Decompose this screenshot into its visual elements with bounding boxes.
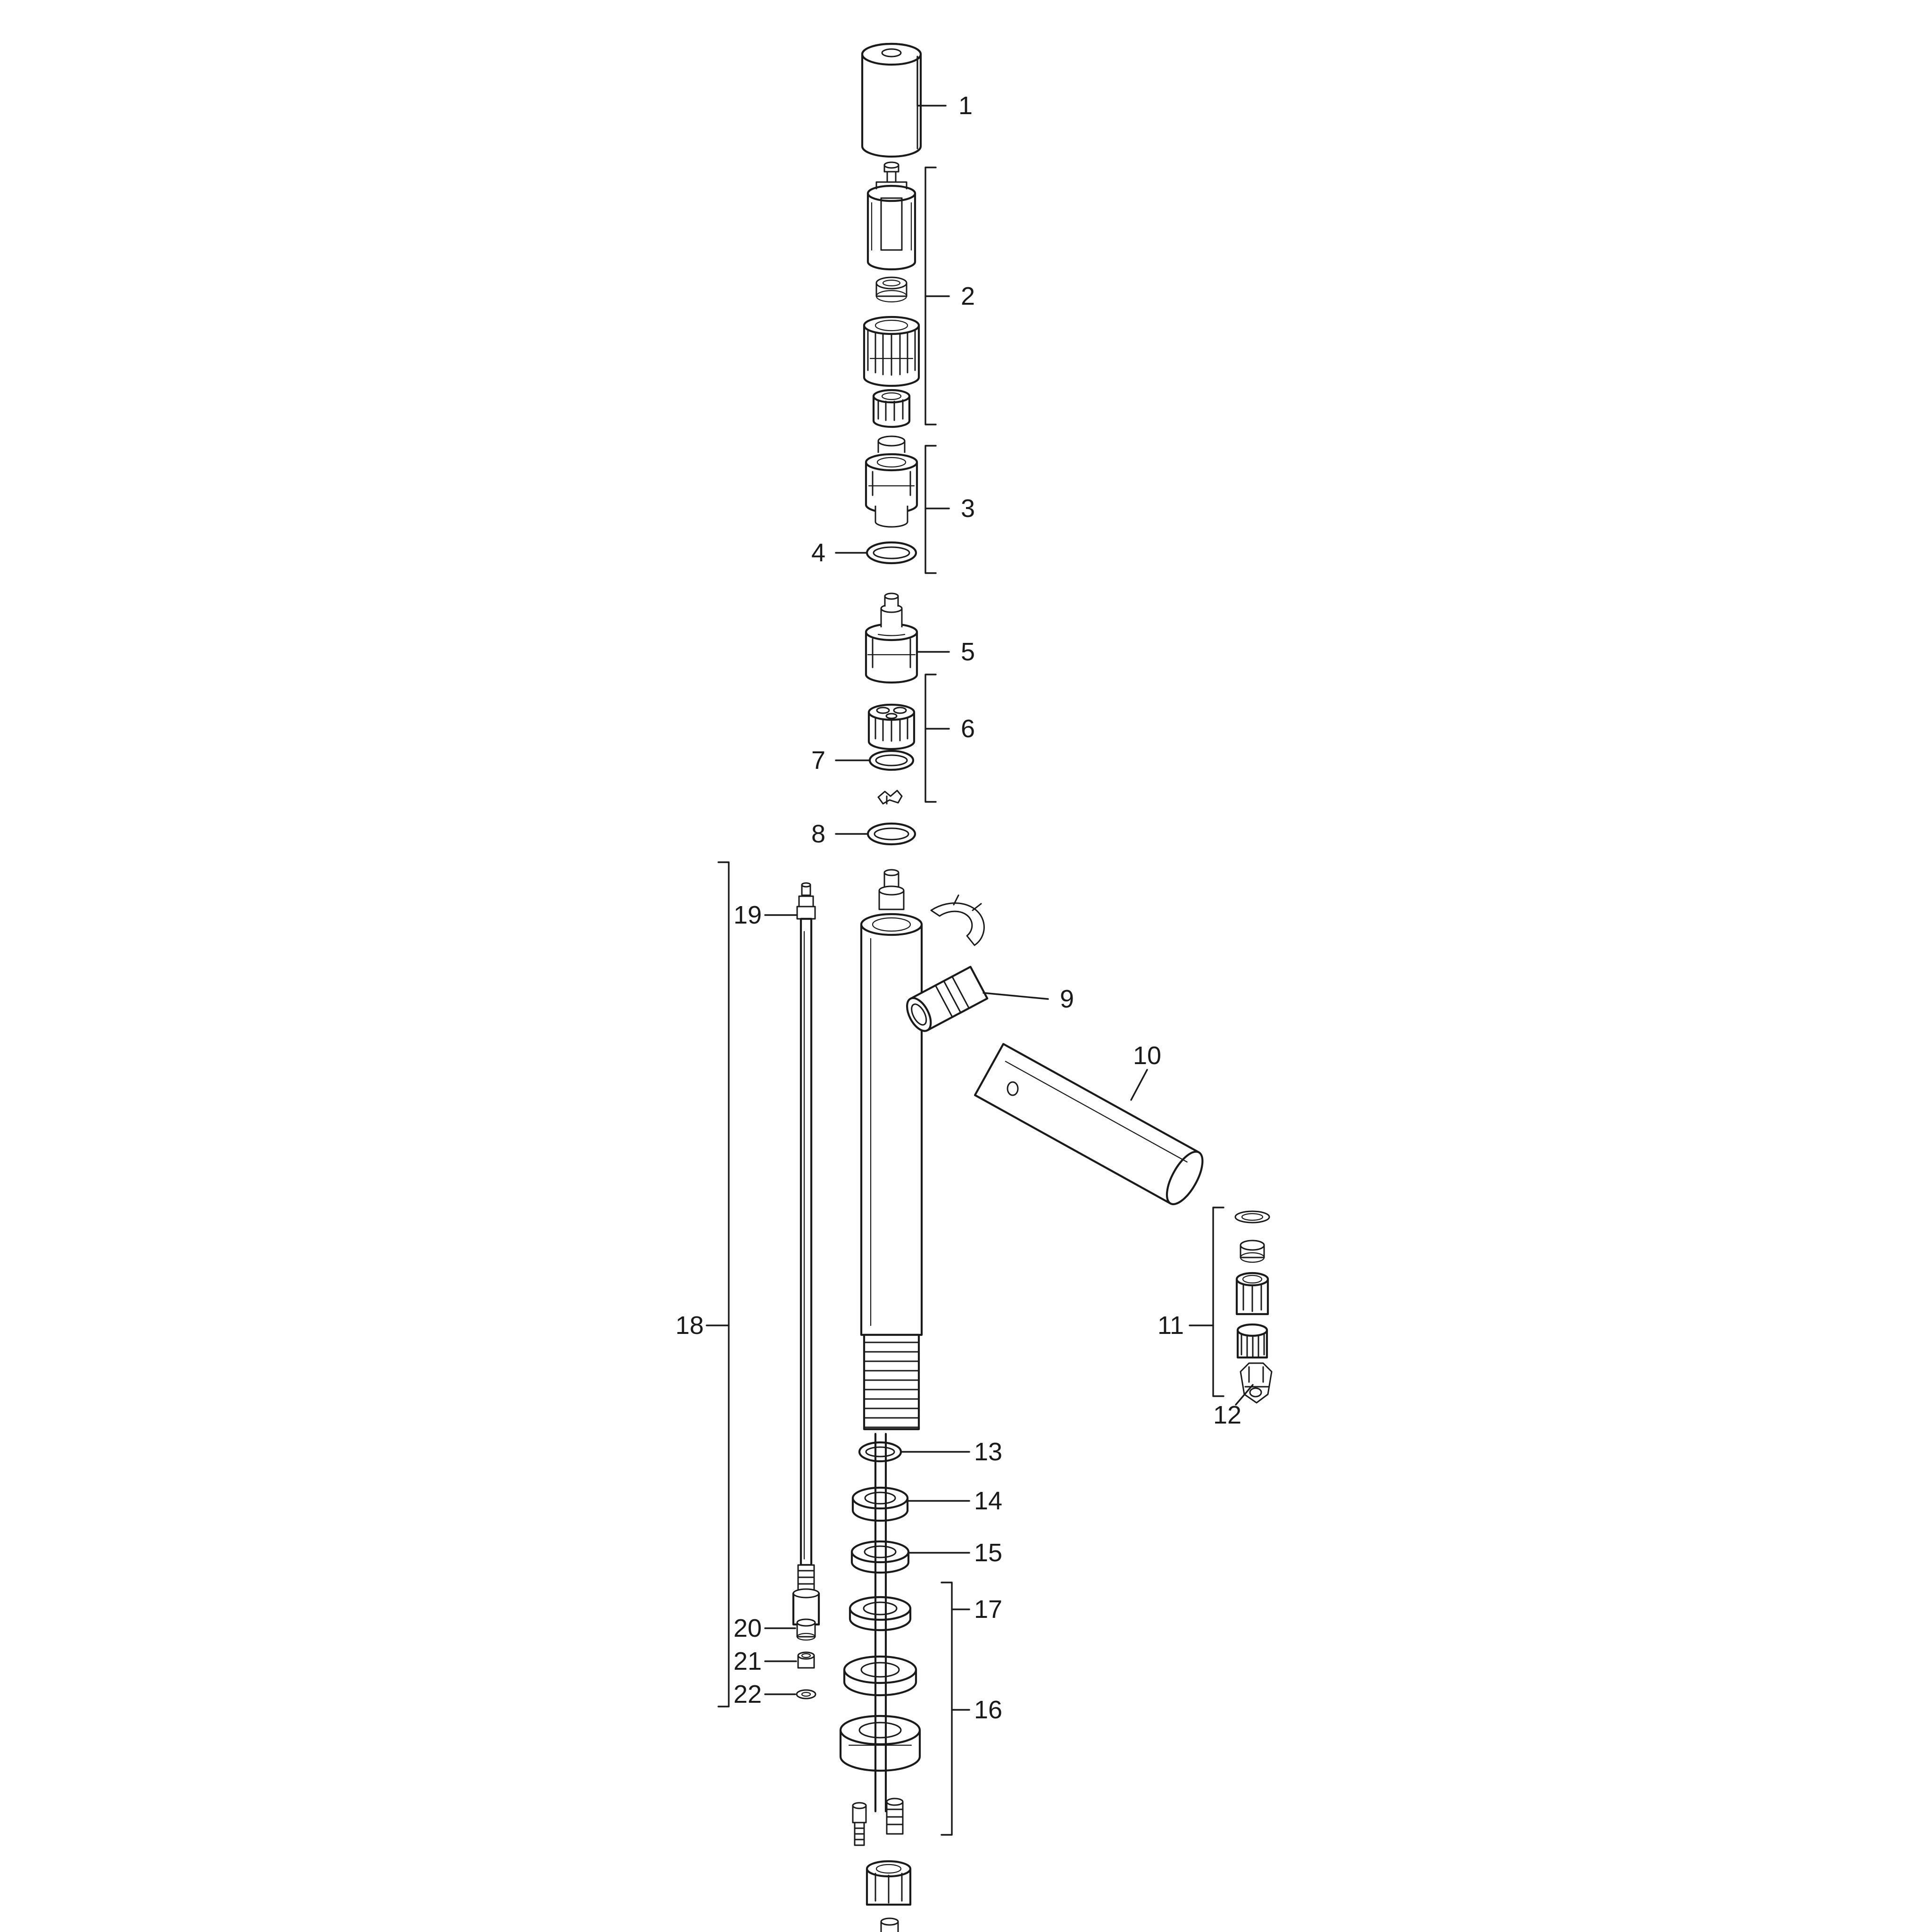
- part-3-cartridge-cap: [865, 435, 918, 528]
- parts-20-21-22: [796, 1618, 816, 1699]
- part-1-handle-cap: [861, 42, 922, 158]
- part-5-cartridge: [865, 592, 918, 684]
- callout-9: 9: [1059, 985, 1074, 1013]
- part-9-spout-connector: [906, 894, 989, 1032]
- callout-13: 13: [974, 1438, 1003, 1466]
- callout-12: 12: [1213, 1401, 1242, 1429]
- part-8-oring: [866, 822, 916, 846]
- main-body-column: [860, 869, 923, 1431]
- callout-7: 7: [811, 746, 826, 774]
- part-10-spout-tube: [974, 1043, 1204, 1206]
- callout-19: 19: [733, 901, 762, 929]
- inner-tube: [874, 1432, 887, 1813]
- callout-14: 14: [974, 1487, 1003, 1515]
- part-4-oring: [866, 541, 917, 565]
- callout-11: 11: [1157, 1311, 1184, 1340]
- callout-20: 20: [733, 1614, 762, 1642]
- callout-1: 1: [958, 92, 973, 120]
- part-16-base-assembly: [839, 1715, 921, 1932]
- callout-5: 5: [960, 638, 975, 666]
- callout-21: 21: [733, 1647, 762, 1675]
- callout-8: 8: [811, 820, 826, 848]
- callout-4: 4: [811, 539, 826, 567]
- leader-lines: [706, 56, 1254, 1711]
- part-small-clip: [877, 790, 903, 805]
- part-19-flex-hose: [792, 882, 820, 1626]
- part-2-group: [863, 161, 920, 428]
- callout-22: 22: [733, 1680, 762, 1708]
- callout-17: 17: [974, 1595, 1003, 1624]
- washer-stack: [843, 1441, 917, 1697]
- brackets: [717, 167, 1224, 1836]
- callout-3: 3: [960, 494, 975, 523]
- callout-10: 10: [1133, 1041, 1162, 1070]
- callout-18: 18: [675, 1311, 704, 1340]
- callout-2: 2: [960, 282, 975, 310]
- part-11-12-aerator-group: [1234, 1210, 1273, 1404]
- part-6-cartridge-base: [867, 703, 916, 750]
- callout-6: 6: [960, 715, 975, 743]
- callout-15: 15: [974, 1539, 1003, 1567]
- part-7-oring: [868, 749, 915, 771]
- callout-16: 16: [974, 1696, 1003, 1724]
